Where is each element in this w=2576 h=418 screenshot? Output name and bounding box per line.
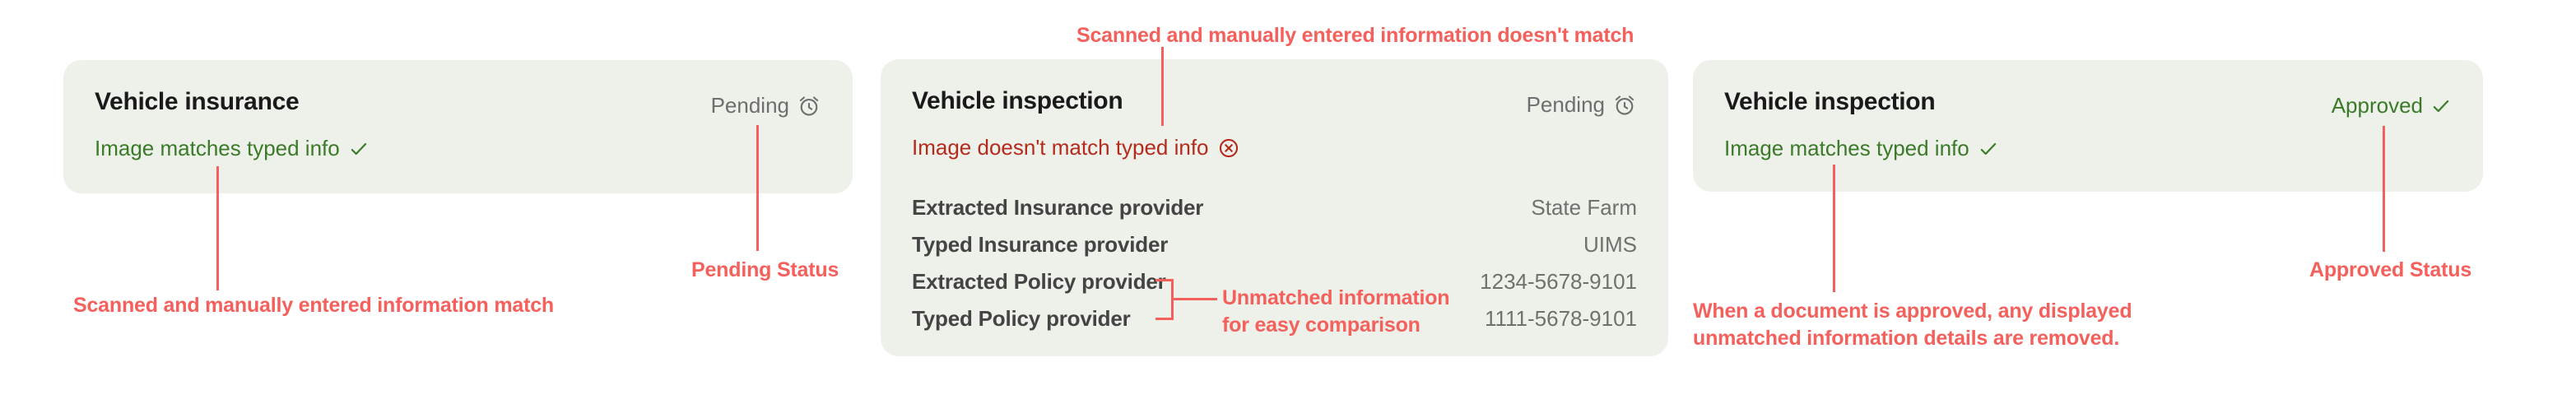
annotation-match-note: Scanned and manually entered information… — [73, 294, 554, 317]
check-icon — [348, 138, 370, 160]
card-vehicle-inspection-pending: Vehicle inspection Pending Image doesn't… — [881, 59, 1668, 356]
match-status-text: Image doesn't match typed info — [912, 135, 1209, 160]
table-row: Typed Policy provider 1111-5678-9101 — [912, 300, 1637, 337]
row-value: 1111-5678-9101 — [1484, 306, 1637, 331]
alarm-clock-icon — [797, 94, 821, 118]
row-label: Typed Insurance provider — [912, 232, 1169, 257]
connector-line-match-note — [216, 166, 219, 290]
annotation-unmatched-info: Unmatched information for easy compariso… — [1222, 285, 1450, 339]
connector-line-pending-status — [756, 125, 759, 251]
check-icon — [2430, 95, 2452, 117]
match-status-text: Image matches typed info — [1724, 136, 1969, 160]
connector-line-mismatch-note — [1161, 47, 1164, 126]
annotation-approved-status: Approved Status — [2309, 258, 2472, 281]
table-row: Extracted Policy provider 1234-5678-9101 — [912, 263, 1637, 300]
row-value: UIMS — [1583, 232, 1637, 257]
card-vehicle-inspection-approved: Vehicle inspection Approved Image matche… — [1693, 60, 2483, 192]
annotation-line: unmatched information details are remove… — [1693, 327, 2120, 350]
check-icon — [1978, 138, 1999, 160]
match-status-text: Image matches typed info — [95, 136, 340, 160]
card-vehicle-insurance: Vehicle insurance Pending Image matches … — [63, 60, 853, 193]
annotation-line: When a document is approved, any display… — [1693, 300, 2132, 323]
annotation-line: Unmatched information — [1222, 286, 1450, 309]
connector-line-approved-note — [1833, 165, 1835, 292]
row-label: Extracted Policy provider — [912, 269, 1166, 294]
alarm-clock-icon — [1612, 93, 1637, 118]
row-label: Extracted Insurance provider — [912, 195, 1204, 220]
status-badge-pending: Pending — [1527, 92, 1637, 118]
row-value: 1234-5678-9101 — [1480, 269, 1637, 294]
match-status-line: Image matches typed info — [95, 136, 370, 161]
annotation-pending-status: Pending Status — [691, 258, 839, 281]
connector-line-approved-status — [2383, 126, 2385, 252]
bracket-arm — [1171, 298, 1217, 300]
card-title: Vehicle inspection — [912, 87, 1123, 114]
bracket-bottom-tick — [1155, 318, 1174, 320]
status-label: Approved — [2331, 93, 2423, 118]
row-label: Typed Policy provider — [912, 306, 1131, 331]
card-title: Vehicle inspection — [1724, 88, 1936, 115]
x-circle-icon — [1217, 137, 1240, 160]
table-row: Typed Insurance provider UIMS — [912, 226, 1637, 263]
match-status-line: Image matches typed info — [1724, 136, 1999, 161]
card-title: Vehicle insurance — [95, 88, 300, 115]
detail-rows: Extracted Insurance provider State Farm … — [912, 189, 1637, 337]
annotation-approved-note: When a document is approved, any display… — [1693, 298, 2132, 352]
annotation-mismatch-note: Scanned and manually entered information… — [1076, 24, 1634, 47]
status-badge-pending: Pending — [711, 93, 821, 118]
status-label: Pending — [1526, 92, 1605, 117]
annotation-line: for easy comparison — [1222, 314, 1421, 337]
row-value: State Farm — [1531, 195, 1637, 220]
match-status-line: Image doesn't match typed info — [912, 135, 1240, 160]
status-badge-approved: Approved — [2332, 93, 2452, 118]
bracket-top-tick — [1155, 279, 1174, 281]
table-row: Extracted Insurance provider State Farm — [912, 189, 1637, 226]
status-label: Pending — [710, 93, 789, 118]
